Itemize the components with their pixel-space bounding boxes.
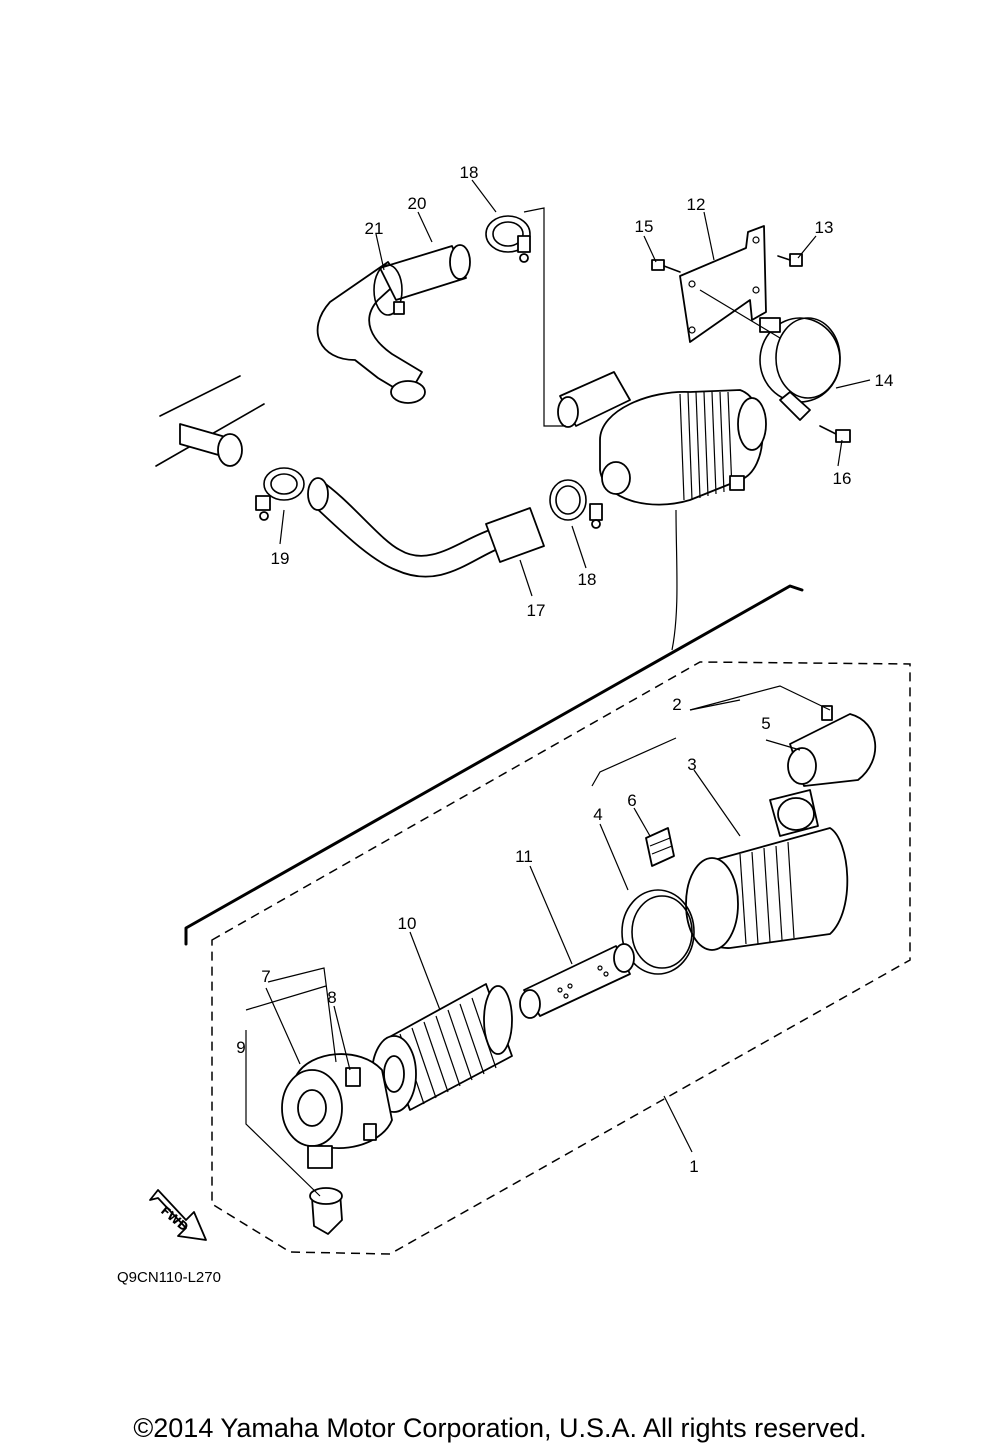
hose-clamp-21 bbox=[373, 264, 405, 316]
callout-2: 2 bbox=[672, 695, 681, 714]
section-divider-bracket bbox=[184, 584, 804, 946]
bolt-15 bbox=[651, 259, 681, 273]
valve-9 bbox=[309, 1187, 343, 1235]
o-ring-4 bbox=[621, 889, 695, 975]
elbow-5 bbox=[787, 705, 877, 787]
callout-12: 12 bbox=[687, 195, 706, 214]
callout-13: 13 bbox=[815, 218, 834, 237]
hose-clamp-18-lower bbox=[549, 479, 603, 529]
bracket-12 bbox=[679, 225, 767, 343]
callout-15: 15 bbox=[635, 217, 654, 236]
hose-clamp-18-upper bbox=[485, 215, 531, 263]
cover-7 bbox=[281, 1053, 393, 1169]
callout-10: 10 bbox=[398, 914, 417, 933]
callout-5: 5 bbox=[761, 714, 770, 733]
callout-numbers: 1 2 3 4 5 6 7 8 9 10 11 12 13 14 15 16 1… bbox=[236, 163, 893, 1176]
bolt-16 bbox=[819, 425, 851, 443]
filter-case-3 bbox=[685, 789, 849, 951]
callout-18-upper: 18 bbox=[460, 163, 479, 182]
clip-8 bbox=[345, 1067, 377, 1141]
lower-intake-hose-17 bbox=[307, 477, 545, 578]
fwd-direction-arrow: FWD bbox=[149, 1189, 207, 1241]
callout-8: 8 bbox=[327, 988, 336, 1007]
upper-connecting-lines bbox=[523, 207, 781, 651]
upper-intake-hose bbox=[316, 244, 471, 404]
leader-lines bbox=[245, 179, 871, 1197]
mounting-band-14 bbox=[759, 317, 841, 421]
callout-17: 17 bbox=[527, 601, 546, 620]
callout-20: 20 bbox=[408, 194, 427, 213]
air-cleaner-assembly-upper bbox=[557, 371, 767, 506]
label-6 bbox=[645, 827, 675, 867]
hose-clamp-19 bbox=[255, 467, 305, 521]
callout-1: 1 bbox=[689, 1157, 698, 1176]
drawing-code: Q9CN110-L270 bbox=[117, 1269, 221, 1286]
short-pipe bbox=[155, 375, 265, 467]
bolt-13 bbox=[777, 253, 803, 267]
callout-16: 16 bbox=[833, 469, 852, 488]
callout-21: 21 bbox=[365, 219, 384, 238]
callout-18-lower: 18 bbox=[578, 570, 597, 589]
callout-11: 11 bbox=[515, 847, 533, 866]
exploded-view-boundary bbox=[211, 661, 911, 1255]
callout-9: 9 bbox=[236, 1038, 245, 1057]
callout-3: 3 bbox=[687, 755, 696, 774]
inner-element-11 bbox=[519, 943, 635, 1019]
copyright-notice: ©2014 Yamaha Motor Corporation, U.S.A. A… bbox=[133, 1413, 867, 1443]
filter-element-10 bbox=[371, 983, 513, 1113]
callout-19: 19 bbox=[271, 549, 290, 568]
callout-7: 7 bbox=[261, 967, 270, 986]
callout-4: 4 bbox=[593, 805, 602, 824]
callout-14: 14 bbox=[875, 371, 894, 390]
callout-6: 6 bbox=[627, 791, 636, 810]
